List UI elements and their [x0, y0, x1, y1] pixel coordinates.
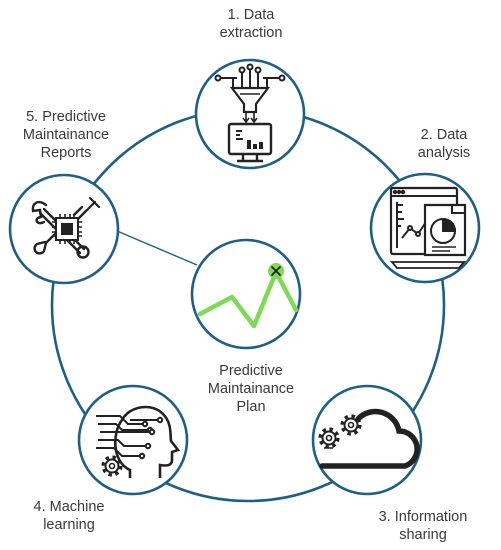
- node-machine-learning: [77, 384, 189, 496]
- wrench-screwdriver-chip-icon: [31, 196, 101, 259]
- node-center-plan: [190, 238, 302, 350]
- ai-head-gears-icon: [96, 405, 181, 478]
- node-data-analysis: [369, 172, 481, 284]
- trend-line-tools-icon: [197, 263, 299, 329]
- cloud-gears-icon: [318, 408, 420, 469]
- dashboard-report-icon: [389, 186, 467, 269]
- funnel-monitor-icon: [214, 63, 286, 163]
- node-information-sharing: [311, 384, 423, 496]
- node-data-extraction: [194, 58, 306, 170]
- node-reports: [8, 173, 120, 285]
- reports-to-center-connector: [109, 227, 198, 266]
